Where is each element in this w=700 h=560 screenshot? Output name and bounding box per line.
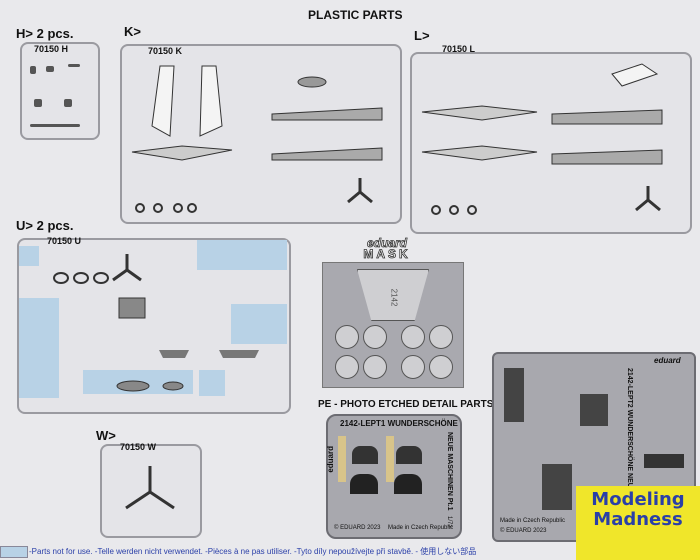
pe-fret2-copyright: © EDUARD 2023 <box>500 528 547 534</box>
sprue-k-header: K> <box>124 24 141 39</box>
pe-fret1-side: NEUE MASCHINEN Pt.1 <box>446 432 453 511</box>
pe-fret2-brand: eduard <box>654 356 681 365</box>
sprue-k: 70150 K <box>120 44 402 224</box>
sprue-h-code: 70150 H <box>34 44 69 54</box>
watermark-logo: Modeling Madness <box>576 486 700 560</box>
sprue-w: 70150 W <box>100 442 202 538</box>
sprue-w-header: W> <box>96 428 116 443</box>
sprue-u-code: 70150 U <box>47 236 82 246</box>
sprue-l-header: L> <box>414 28 430 43</box>
sprue-u-header: U> 2 pcs. <box>16 218 74 233</box>
mask-logo: eduard MASK <box>363 236 411 262</box>
sprue-l-code: 70150 L <box>442 44 476 54</box>
sprue-k-code: 70150 K <box>148 46 183 56</box>
unused-parts-swatch <box>0 546 28 558</box>
pe-fret-1: 2142-LEPT1 WUNDERSCHÖNE eduard NEUE MASC… <box>326 414 462 539</box>
sprue-u: 70150 U <box>17 236 291 414</box>
pe-fret2-side: 2142-LEPT2 WUNDERSCHÖNE NEUE MASCHINEN <box>626 368 633 537</box>
mask-sheet: 2142 <box>322 262 464 388</box>
page-title: PLASTIC PARTS <box>308 8 403 22</box>
sprue-h: 70150 H <box>20 42 100 140</box>
sprue-w-code: 70150 W <box>120 442 157 452</box>
pe-fret2-origin: Made in Czech Republic <box>500 518 566 524</box>
footer-note: -Parts not for use. -Telle werden nicht … <box>29 547 477 556</box>
pe-fret-2: eduard 2142-LEPT2 WUNDERSCHÖNE NEUE MASC… <box>492 352 696 542</box>
mask-code: 2142 <box>389 288 399 307</box>
pe-section-title: PE - PHOTO ETCHED DETAIL PARTS <box>318 399 494 410</box>
pe-fret1-copyright: © EDUARD 2023 <box>334 525 381 531</box>
pe-fret1-brand: eduard <box>326 446 335 473</box>
sprue-l: 70150 L <box>410 44 692 234</box>
pe-fret1-scale: 1/72 <box>446 516 452 528</box>
pe-fret1-title: 2142-LEPT1 WUNDERSCHÖNE <box>340 419 458 428</box>
sprue-h-header: H> 2 pcs. <box>16 26 74 41</box>
pe-fret1-origin: Made in Czech Republic <box>388 525 454 531</box>
